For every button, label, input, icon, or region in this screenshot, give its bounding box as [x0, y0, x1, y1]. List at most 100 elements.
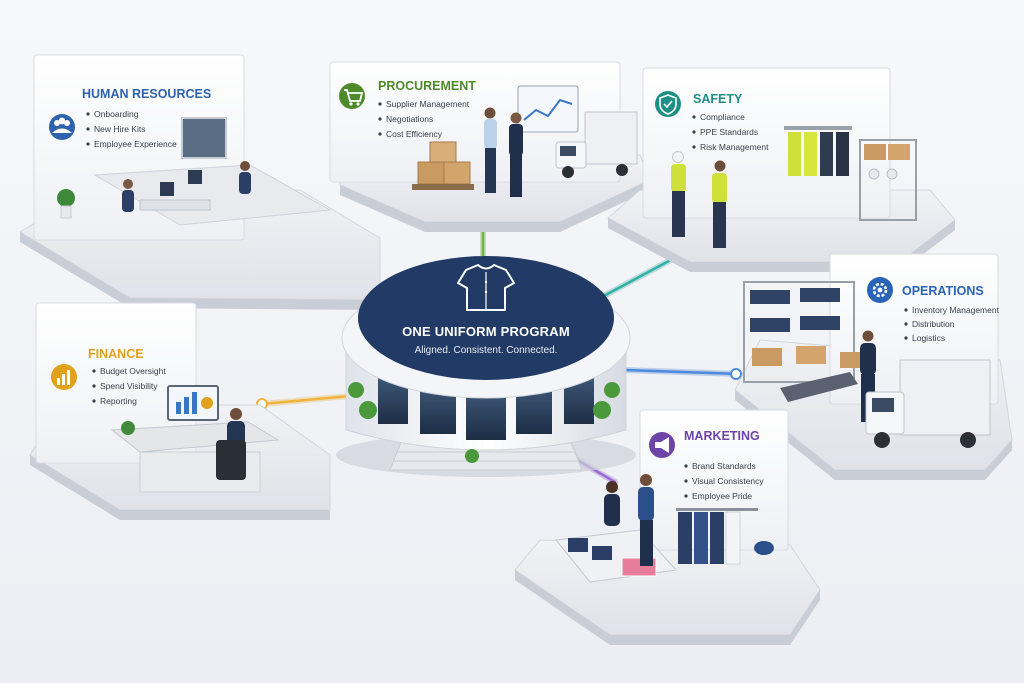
procurement-box-2	[444, 162, 470, 184]
safety-person-body	[671, 164, 686, 192]
marketing-shirt-hanging	[678, 512, 692, 564]
hub-door	[466, 392, 506, 440]
operations-person-head	[863, 331, 874, 342]
operations-shelf-box-2	[796, 346, 826, 364]
hr-person-head-2	[240, 161, 250, 171]
safety-helmet	[869, 169, 879, 179]
procurement-truck-cargo	[585, 112, 637, 164]
safety-person-body-2	[712, 173, 727, 203]
module-safety: SAFETY Compliance PPE Standards Risk Man…	[608, 68, 955, 272]
safety-person-legs-2	[713, 202, 726, 248]
operations-truck-wheel-2	[960, 432, 976, 448]
marketing-shirt-hanging-2	[694, 512, 708, 564]
dept-item: Visual Consistency	[692, 476, 764, 486]
dept-item: Logistics	[912, 333, 945, 343]
operations-shelf-stack-3	[750, 318, 790, 332]
hr-plant-pot	[61, 206, 71, 218]
dept-title-safety: SAFETY	[693, 92, 743, 106]
dept-title-procurement: PROCUREMENT	[378, 79, 476, 93]
dept-item: Distribution	[912, 319, 955, 329]
hub-building: ONE UNIFORM PROGRAM Aligned. Consistent.…	[336, 256, 636, 477]
dept-item: Employee Experience	[94, 139, 177, 149]
procurement-box	[418, 162, 444, 184]
cart-icon	[339, 83, 365, 109]
marketing-person-legs-2	[640, 520, 653, 566]
safety-vest-2	[804, 132, 817, 176]
safety-shelf-box	[864, 144, 886, 160]
operations-shelf-box	[752, 348, 782, 366]
hub-shrub-5	[465, 449, 479, 463]
dept-item: Employee Pride	[692, 491, 752, 501]
procurement-truck-wheel	[562, 166, 574, 178]
dept-item: Inventory Management	[912, 305, 1000, 315]
dept-item: Reporting	[100, 396, 137, 406]
hub-subtitle: Aligned. Consistent. Connected.	[415, 345, 558, 356]
procurement-person-head	[485, 108, 496, 119]
operations-shelf-stack	[750, 290, 790, 304]
finance-monitor-bar	[176, 402, 181, 414]
hr-desk	[140, 200, 210, 210]
hr-plant	[57, 189, 75, 207]
finance-person-head	[230, 408, 242, 420]
safety-rack	[784, 126, 852, 130]
procurement-truck-window	[560, 146, 576, 156]
module-human-resources: HUMAN RESOURCES Onboarding New Hire Kits…	[20, 55, 380, 310]
procurement-person-head-2	[511, 113, 522, 124]
operations-box-carried	[840, 352, 860, 368]
hub-shrub-4	[593, 401, 611, 419]
dept-item: Onboarding	[94, 109, 139, 119]
marketing-shirt-sample	[568, 538, 588, 552]
dept-item: Budget Oversight	[100, 366, 166, 376]
safety-helmet-2	[887, 169, 897, 179]
operations-truck-window	[872, 398, 894, 412]
chart-icon	[51, 364, 77, 390]
module-procurement: PROCUREMENT Supplier Management Negotiat…	[330, 62, 650, 232]
marketing-rack	[676, 508, 758, 511]
marketing-shirt-hanging-4	[726, 512, 740, 564]
dept-title-marketing: MARKETING	[684, 429, 760, 443]
finance-monitor-pie	[201, 397, 213, 409]
operations-shelf-stack-4	[800, 316, 840, 330]
safety-person-head	[673, 152, 684, 163]
marketing-floor	[515, 540, 820, 635]
safety-vest-4	[836, 132, 849, 176]
dept-item: PPE Standards	[700, 127, 758, 137]
connector-finance	[257, 396, 350, 409]
safety-vest-3	[820, 132, 833, 176]
safety-vest	[788, 132, 801, 176]
operations-truck-cargo	[900, 360, 990, 435]
marketing-person-head-2	[640, 474, 652, 486]
procurement-person-body	[484, 119, 497, 149]
dept-title-human-resources: HUMAN RESOURCES	[82, 87, 211, 101]
finance-monitor-bar-2	[184, 397, 189, 414]
hr-person-head	[123, 179, 133, 189]
hr-person-body-2	[239, 172, 251, 194]
shield-check-icon	[655, 91, 681, 117]
marketing-person-body	[604, 494, 620, 526]
procurement-person-legs-2	[510, 155, 522, 197]
hr-monitor	[160, 182, 174, 196]
procurement-box-3	[430, 142, 456, 162]
operations-person-body	[860, 343, 876, 375]
safety-person-legs	[672, 191, 685, 237]
dept-item: Risk Management	[700, 142, 769, 152]
dept-item: Compliance	[700, 112, 745, 122]
procurement-pallet	[412, 184, 474, 190]
megaphone-icon	[649, 432, 675, 458]
hub-title: ONE UNIFORM PROGRAM	[402, 324, 570, 339]
marketing-person-body-2	[638, 487, 654, 521]
hub-shrub-3	[604, 382, 620, 398]
finance-plant	[121, 421, 135, 435]
dept-item: New Hire Kits	[94, 124, 145, 134]
gear-icon	[867, 277, 893, 303]
dept-item: Spend Visibility	[100, 381, 158, 391]
procurement-person-legs	[485, 148, 496, 193]
operations-truck-wheel	[874, 432, 890, 448]
hr-window	[182, 118, 226, 158]
hr-person-body	[122, 190, 134, 212]
hub-shrub-2	[359, 401, 377, 419]
procurement-truck-wheel-2	[616, 164, 628, 176]
finance-chair	[216, 440, 246, 480]
dept-title-finance: FINANCE	[88, 347, 144, 361]
